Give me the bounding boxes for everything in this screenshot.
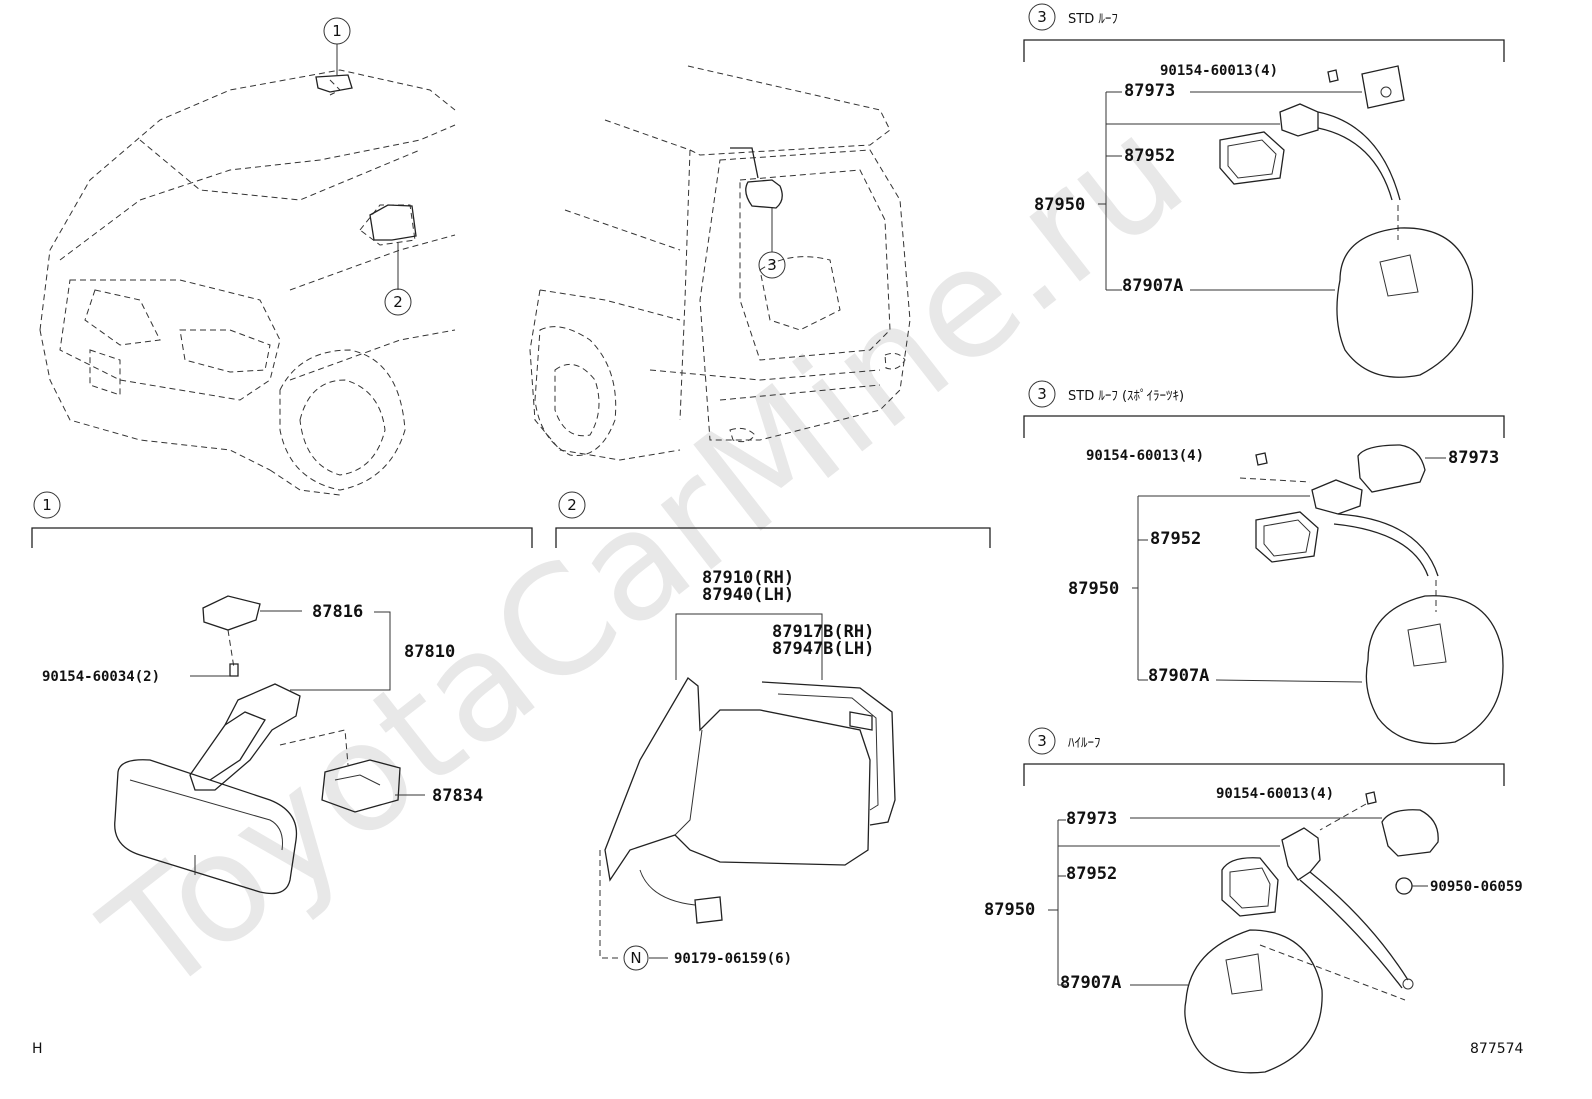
section-1: 1 87816 90154-60034(2) 87810 87834 <box>31 491 533 895</box>
front-mirror-icon <box>315 74 417 241</box>
svg-text:87947B(LH): 87947B(LH) <box>772 639 874 659</box>
svg-text:1: 1 <box>42 496 52 514</box>
svg-text:STD ﾙｰﾌ: STD ﾙｰﾌ <box>1068 12 1118 27</box>
svg-text:90950-06059: 90950-06059 <box>1430 879 1523 895</box>
svg-text:87952: 87952 <box>1124 146 1175 166</box>
svg-text:87910(RH): 87910(RH) <box>702 568 794 588</box>
svg-text:ﾊｲﾙｰﾌ: ﾊｲﾙｰﾌ <box>1068 736 1101 751</box>
svg-text:87950: 87950 <box>1068 579 1119 599</box>
svg-text:3: 3 <box>1037 8 1047 26</box>
section-3a: 3 STD ﾙｰﾌ 90154-60013(4) 87973 87952 879… <box>1023 3 1505 378</box>
diagram-id: 877574 <box>1470 1041 1524 1057</box>
svg-text:3: 3 <box>1037 732 1047 750</box>
svg-text:3: 3 <box>767 256 777 274</box>
svg-text:87973: 87973 <box>1066 809 1117 829</box>
svg-text:87810: 87810 <box>404 642 455 662</box>
svg-text:87816: 87816 <box>312 602 363 622</box>
front-callout-leaders <box>336 44 399 290</box>
svg-text:87940(LH): 87940(LH) <box>702 585 794 605</box>
svg-text:87834: 87834 <box>432 786 483 806</box>
callout-2-top: 2 <box>384 288 412 316</box>
svg-text:87907A: 87907A <box>1148 666 1209 686</box>
svg-text:90179-06159(6): 90179-06159(6) <box>674 951 792 967</box>
front-van-illustration <box>39 69 456 496</box>
svg-text:90154-60013(4): 90154-60013(4) <box>1160 63 1278 79</box>
svg-text:90154-60013(4): 90154-60013(4) <box>1086 448 1204 464</box>
svg-text:87973: 87973 <box>1124 81 1175 101</box>
svg-text:87907A: 87907A <box>1122 276 1183 296</box>
svg-text:N: N <box>630 949 641 967</box>
footer-left-label: H <box>32 1041 43 1057</box>
callout-1-top: 1 <box>323 17 351 45</box>
svg-text:2: 2 <box>567 496 577 514</box>
svg-text:87950: 87950 <box>984 900 1035 920</box>
section-3b: 3 STD ﾙｰﾌ (ｽﾎﾟｲﾗｰﾂｷ) 90154-60013(4) 8797… <box>1023 380 1505 745</box>
svg-text:87973: 87973 <box>1448 448 1499 468</box>
svg-text:STD ﾙｰﾌ (ｽﾎﾟｲﾗｰﾂｷ): STD ﾙｰﾌ (ｽﾎﾟｲﾗｰﾂｷ) <box>1068 389 1184 404</box>
svg-text:87952: 87952 <box>1150 529 1201 549</box>
svg-text:90154-60013(4): 90154-60013(4) <box>1216 786 1334 802</box>
svg-text:87917B(RH): 87917B(RH) <box>772 622 874 642</box>
svg-text:2: 2 <box>393 293 403 311</box>
section-3c: 3 ﾊｲﾙｰﾌ 90154-60013(4) 87973 87952 87950… <box>984 727 1523 1074</box>
svg-text:87950: 87950 <box>1034 195 1085 215</box>
rear-van-illustration <box>529 65 911 461</box>
section-2: 2 87910(RH) 87940(LH) 87917B(RH) 87947B(… <box>555 491 991 971</box>
svg-text:1: 1 <box>332 22 342 40</box>
svg-text:90154-60034(2): 90154-60034(2) <box>42 669 160 685</box>
svg-text:87952: 87952 <box>1066 864 1117 884</box>
callout-3-top: 3 <box>758 251 786 279</box>
svg-text:87907A: 87907A <box>1060 973 1121 993</box>
svg-text:3: 3 <box>1037 385 1047 403</box>
rear-mirror-icon <box>730 147 783 252</box>
